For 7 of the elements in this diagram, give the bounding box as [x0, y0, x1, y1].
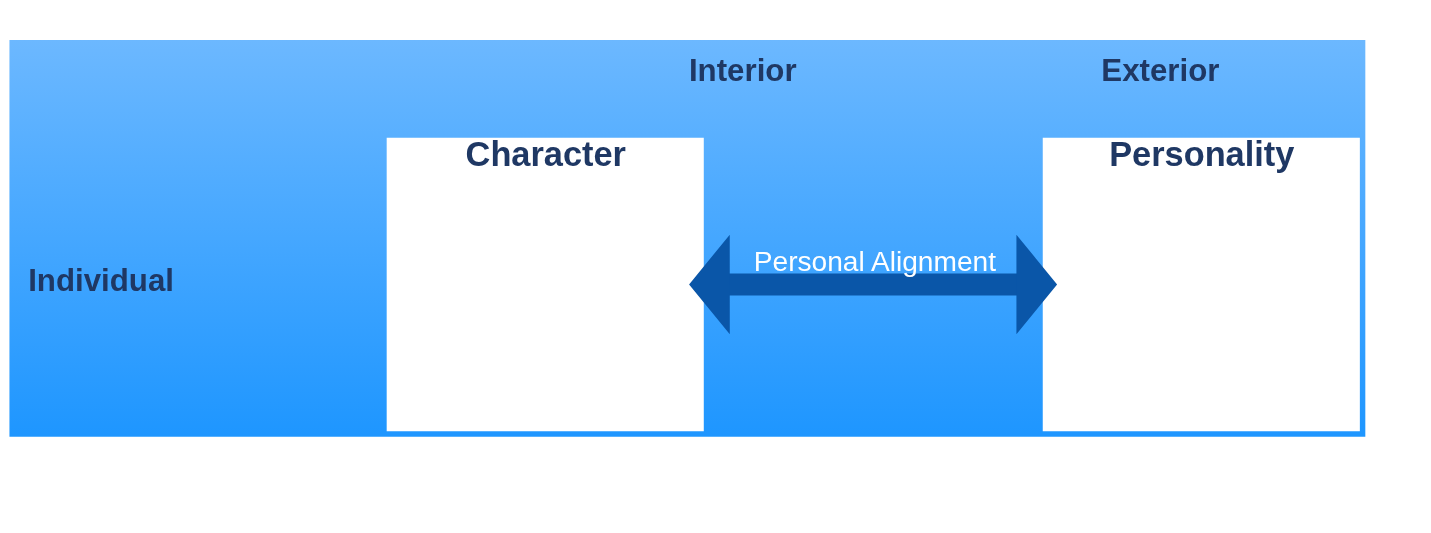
- label: Individual: [28, 262, 174, 298]
- label: Exterior: [1101, 52, 1220, 88]
- label: Interior: [688, 52, 797, 88]
- node-box: Personality: [1042, 137, 1360, 432]
- arrow: [689, 234, 1058, 335]
- edge-label: Personal Alignment: [753, 246, 996, 278]
- node-box: Character: [386, 137, 704, 432]
